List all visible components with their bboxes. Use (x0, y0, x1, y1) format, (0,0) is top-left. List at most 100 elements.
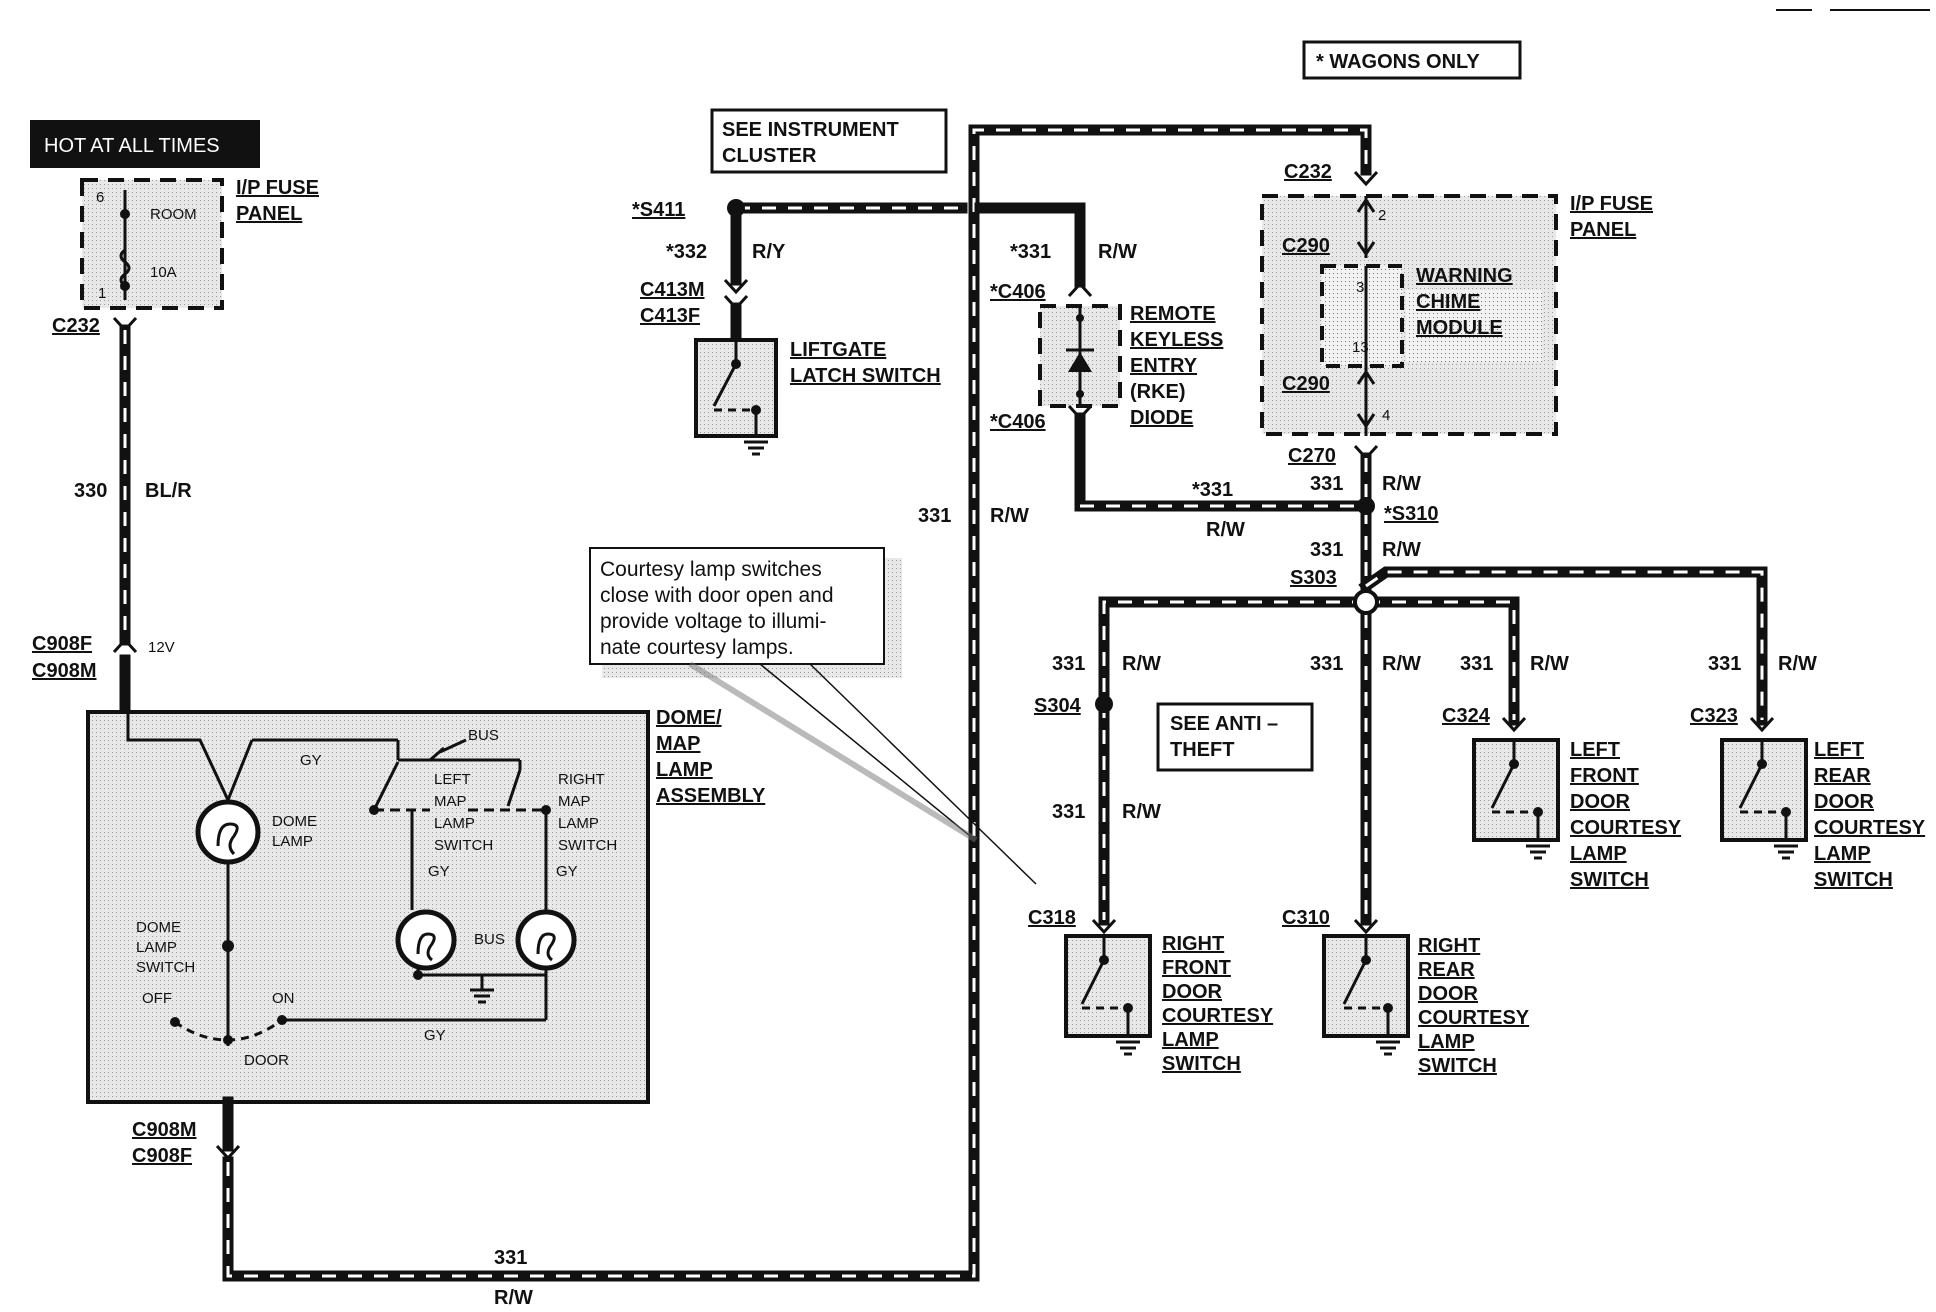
right-fuse-panel-name-2: PANEL (1570, 219, 1636, 241)
wire-330-circuit: 330 (74, 480, 107, 502)
rke-lower-color: R/W (1206, 519, 1245, 541)
pin-3: 3 (1356, 279, 1364, 296)
svg-text:close with door open and: close with door open and (600, 584, 834, 607)
bus-label-top: BUS (468, 727, 499, 744)
right-rear-name-2: REAR (1418, 959, 1475, 981)
dome-switch-label: DOME (136, 919, 181, 936)
connector-c232-left: C232 (52, 315, 100, 337)
see-anti-theft-box: SEE ANTI – THEFT (1156, 702, 1314, 772)
dome-assembly-title: DOME/ (656, 707, 722, 729)
connector-c323: C323 (1690, 705, 1738, 727)
right-rear-circuit: 331 (1310, 653, 1343, 675)
right-map-switch-label-2: MAP (558, 793, 591, 810)
dome-lamp-label: DOME (272, 813, 317, 830)
rke-diode-name-5: DIODE (1130, 407, 1193, 429)
left-fuse-panel: 6 1 ROOM 10A (80, 178, 224, 310)
voltage-12v: 12V (148, 639, 175, 656)
left-front-color: R/W (1530, 653, 1569, 675)
bottom-wire-color: R/W (494, 1287, 533, 1309)
right-front-name-6: SWITCH (1162, 1053, 1241, 1075)
right-map-switch-label-4: SWITCH (558, 837, 617, 854)
on-label: ON (272, 990, 295, 1007)
bus-label-bottom: BUS (474, 931, 505, 948)
rke-circuit: *331 (1010, 241, 1051, 263)
svg-text:1: 1 (98, 285, 106, 302)
gy-label-top: GY (300, 752, 322, 769)
c406-bottom-symbol (1067, 404, 1093, 421)
hot-at-all-times-label: HOT AT ALL TIMES (30, 120, 260, 168)
c323-symbol (1749, 716, 1775, 733)
connector-c324: C324 (1442, 705, 1491, 727)
left-rear-door-switch (1720, 738, 1808, 860)
connector-c908f-top: C908F (32, 633, 92, 655)
vertical-331-color: R/W (990, 505, 1029, 527)
left-rear-name: LEFT (1814, 739, 1864, 761)
left-fuse-panel-name-2: PANEL (236, 203, 302, 225)
c232-right-symbol (1353, 170, 1379, 187)
connector-c290-top: C290 (1282, 235, 1330, 257)
wagons-only-box: * WAGONS ONLY (1302, 40, 1522, 80)
left-rear-name-5: LAMP (1814, 843, 1871, 865)
left-map-switch-label: LEFT (434, 771, 471, 788)
connector-c290-bottom: C290 (1282, 373, 1330, 395)
liftgate-wire (730, 202, 968, 286)
right-front-name-2: FRONT (1162, 957, 1231, 979)
left-rear-name-6: SWITCH (1814, 869, 1893, 891)
right-map-switch-label: RIGHT (558, 771, 605, 788)
dome-switch-label-3: SWITCH (136, 959, 195, 976)
left-rear-name-4: COURTESY (1814, 817, 1926, 839)
splice-s303 (1353, 589, 1379, 615)
rke-diode (1038, 304, 1122, 408)
svg-text:nate courtesy lamps.: nate courtesy lamps. (600, 636, 794, 659)
courtesy-note: Courtesy lamp switches close with door o… (589, 547, 1037, 885)
svg-text:* WAGONS ONLY: * WAGONS ONLY (1316, 51, 1480, 73)
splice-s310-label: *S310 (1384, 503, 1439, 525)
svg-text:SEE ANTI –: SEE ANTI – (1170, 713, 1278, 735)
connector-c270: C270 (1288, 445, 1336, 467)
left-front-circuit: 331 (1460, 653, 1493, 675)
dome-lamp-label-2: LAMP (272, 833, 313, 850)
pin-13: 13 (1352, 339, 1369, 356)
left-map-switch-label-4: SWITCH (434, 837, 493, 854)
dome-map-lamp-assembly (86, 710, 650, 1104)
connector-c908-top-symbol (112, 637, 138, 654)
c318-symbol (1091, 918, 1117, 935)
svg-text:10A: 10A (150, 264, 177, 281)
dome-assembly-title-2: MAP (656, 733, 700, 755)
liftgate-circuit: *332 (666, 241, 707, 263)
c406-top-symbol (1067, 281, 1093, 298)
liftgate-switch-name: LIFTGATE (790, 339, 886, 361)
right-rear-name-6: SWITCH (1418, 1055, 1497, 1077)
right-front-name-3: DOOR (1162, 981, 1223, 1003)
rke-diode-name-3: ENTRY (1130, 355, 1198, 377)
svg-text:CLUSTER: CLUSTER (722, 145, 817, 167)
c310-symbol (1353, 918, 1379, 935)
splice-s411-label: *S411 (632, 199, 685, 221)
left-fuse-panel-name: I/P FUSE (236, 177, 319, 199)
off-label: OFF (142, 990, 172, 1007)
c324-symbol (1501, 716, 1527, 733)
warning-chime-module-name-3: MODULE (1416, 317, 1503, 339)
wire-331-bottom-loop (222, 124, 1372, 1282)
left-map-switch-label-2: MAP (434, 793, 467, 810)
rke-wire (974, 202, 1366, 512)
splice-s303-label: S303 (1290, 567, 1337, 589)
liftgate-switch-name-2: LATCH SWITCH (790, 365, 941, 387)
dome-assembly-title-3: LAMP (656, 759, 713, 781)
trunk-color-a: R/W (1382, 473, 1421, 495)
connector-c908m-top: C908M (32, 660, 96, 682)
svg-text:HOT AT ALL TIMES: HOT AT ALL TIMES (44, 135, 220, 157)
warning-chime-module-name-2: CHIME (1416, 291, 1480, 313)
right-front-name: RIGHT (1162, 933, 1224, 955)
left-front-name: LEFT (1570, 739, 1620, 761)
svg-text:ROOM: ROOM (150, 206, 197, 223)
rke-color: R/W (1098, 241, 1137, 263)
right-rear-door-switch (1322, 934, 1410, 1056)
liftgate-color: R/Y (752, 241, 786, 263)
right-rear-name: RIGHT (1418, 935, 1480, 957)
connector-c413f: C413F (640, 305, 700, 327)
wire-330-color: BL/R (145, 480, 192, 502)
splice-s310 (1357, 497, 1375, 515)
rke-diode-name-4: (RKE) (1130, 381, 1186, 403)
